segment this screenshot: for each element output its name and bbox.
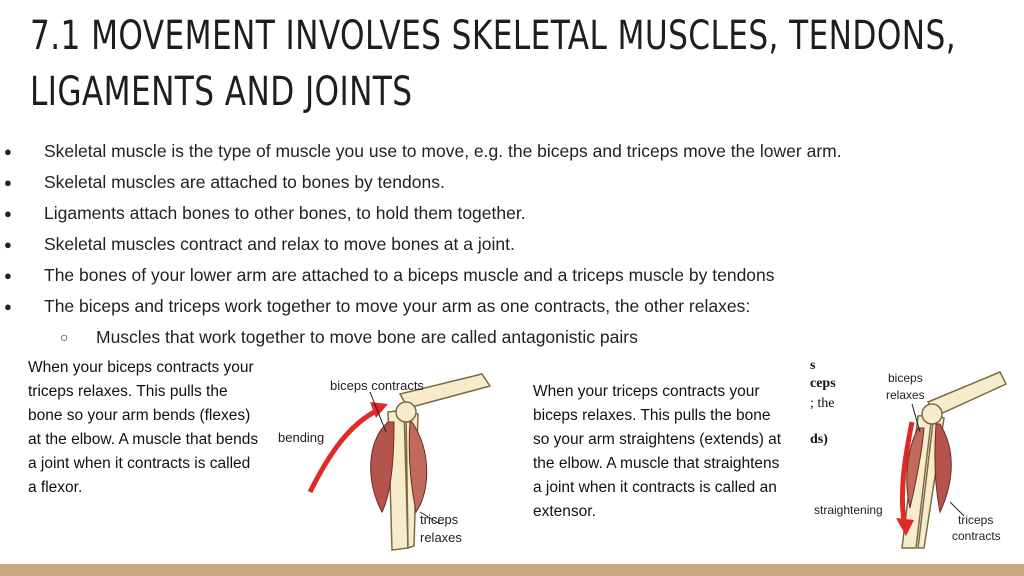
- triceps-muscle: [934, 423, 952, 514]
- bullet-item: The biceps and triceps work together to …: [0, 291, 842, 322]
- bullet-item: Skeletal muscles are attached to bones b…: [0, 167, 842, 198]
- label-biceps: biceps: [888, 371, 923, 385]
- straightening-arrowhead: [896, 518, 914, 536]
- bullet-item: The bones of your lower arm are attached…: [0, 260, 842, 291]
- elbow-joint: [921, 403, 943, 425]
- bullet-item: Skeletal muscles contract and relax to m…: [0, 229, 842, 260]
- bending-arrowhead: [370, 402, 388, 418]
- label-triceps: triceps: [420, 512, 459, 527]
- extensor-paragraph: When your triceps contracts your biceps …: [533, 383, 782, 520]
- biceps-muscle: [370, 421, 395, 514]
- footer-bar: [0, 564, 1024, 576]
- triceps-muscle: [408, 421, 428, 514]
- bullet-list: Skeletal muscle is the type of muscle yo…: [0, 136, 842, 353]
- cropped-text: ; the: [810, 396, 835, 411]
- label-relaxes: relaxes: [420, 530, 462, 545]
- arm-bending-diagram: biceps contracts bending triceps relaxes: [278, 373, 492, 551]
- cropped-text: ds): [810, 432, 828, 447]
- biceps-muscle: [906, 427, 925, 509]
- elbow-joint: [395, 401, 417, 423]
- slide-title: 7.1 MOVEMENT INVOLVES SKELETAL MUSCLES, …: [30, 13, 957, 115]
- bending-arrow: [307, 407, 380, 494]
- cropped-text: s: [810, 358, 816, 373]
- label-straightening: straightening: [814, 503, 883, 517]
- cropped-text: ceps: [810, 376, 836, 391]
- bullet-item: Ligaments attach bones to other bones, t…: [0, 198, 842, 229]
- flexor-paragraph: When your biceps contracts your triceps …: [28, 359, 259, 496]
- sub-bullet-item: Muscles that work together to move bone …: [0, 322, 842, 353]
- label-triceps: triceps: [958, 513, 993, 527]
- label-biceps-contracts: biceps contracts: [330, 378, 424, 393]
- bullet-item: Skeletal muscle is the type of muscle yo…: [0, 136, 842, 167]
- label-relaxes: relaxes: [886, 388, 925, 402]
- arm-straightening-diagram: biceps relaxes straightening triceps con…: [814, 371, 1008, 549]
- label-bending: bending: [278, 430, 324, 445]
- label-contracts: contracts: [952, 529, 1001, 543]
- straightening-arrow: [899, 421, 915, 523]
